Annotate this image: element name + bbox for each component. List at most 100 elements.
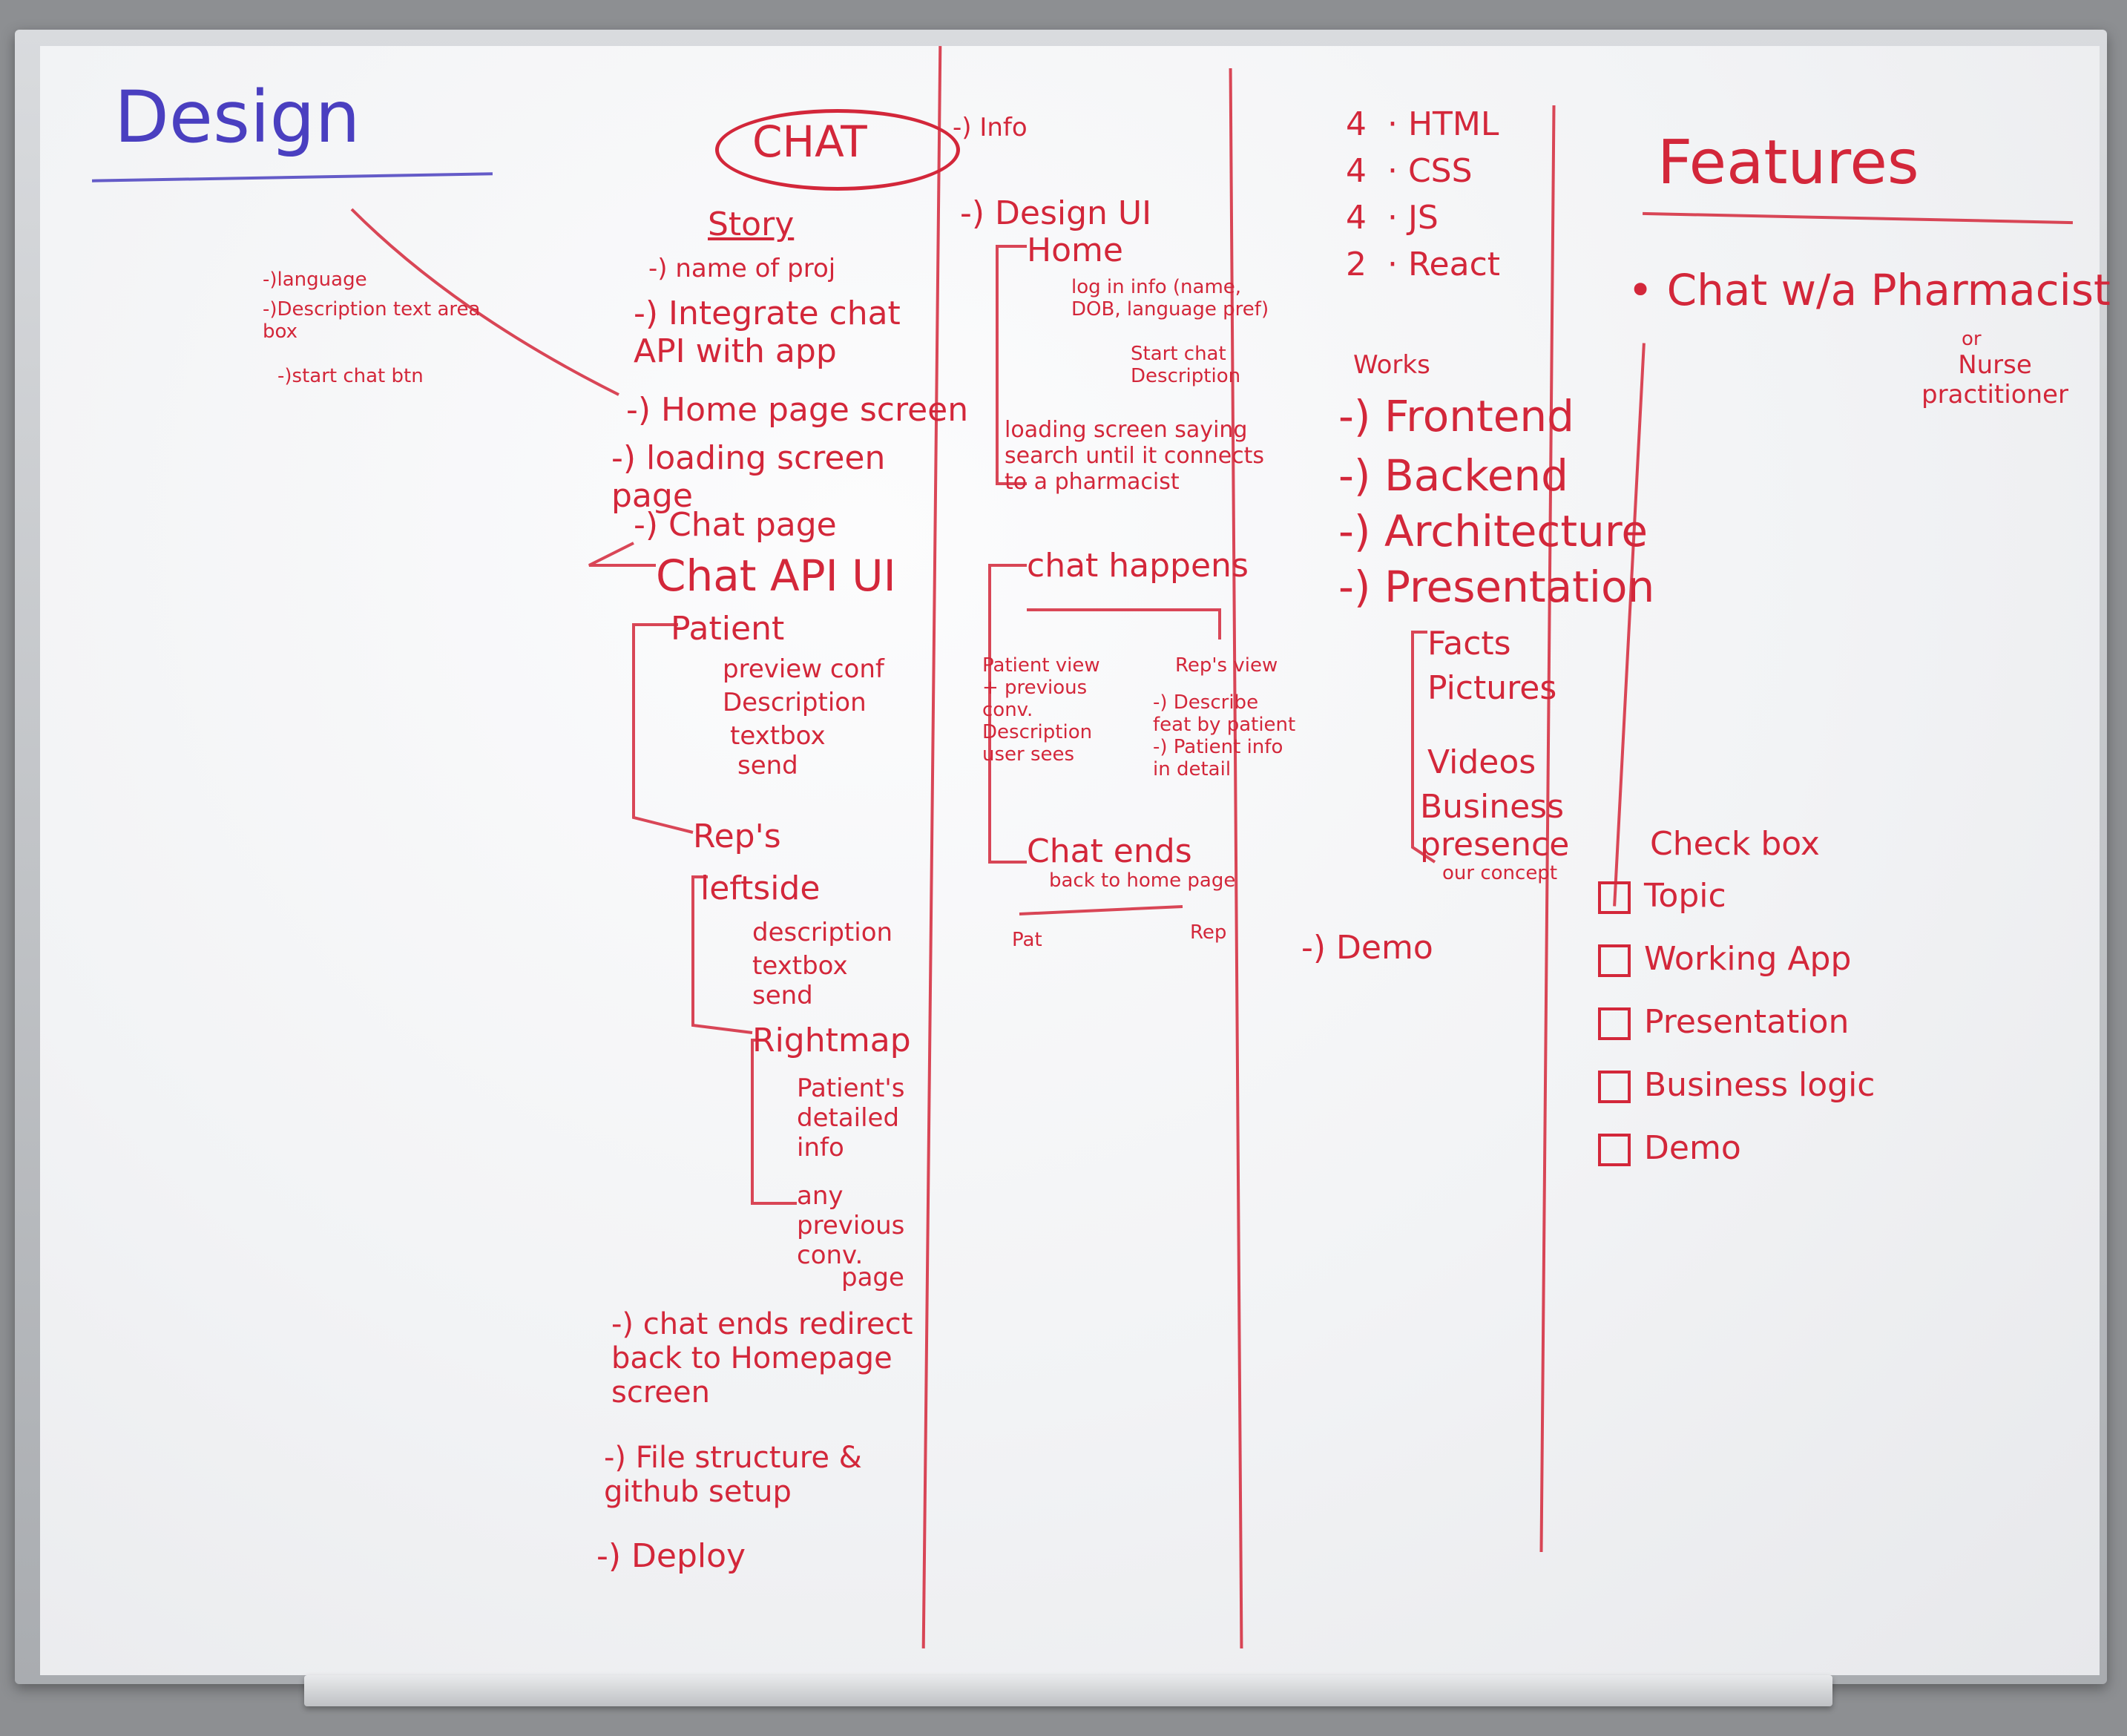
chat-leftside-item-2: send (752, 981, 813, 1010)
features-alt: Nurse practitioner (1921, 350, 2068, 410)
chat-title-oval (715, 109, 960, 191)
chat-patient-item-2: textbox (730, 721, 826, 751)
chat-patient-item-1: Description (723, 688, 867, 717)
tech-list: 4 · HTML 4 · CSS 4 · JS 2 · React (1346, 105, 1500, 283)
chat-rightside-item-0: Patient's detailed info (797, 1074, 905, 1163)
bracket-works-pres (1411, 631, 1436, 864)
chat-tail-item-1: -) File structure & github setup (604, 1441, 862, 1509)
bracket-patient (632, 623, 694, 834)
chat-rightside-item-1: any previous conv. (797, 1181, 905, 1270)
checkbox-icon[interactable] (1598, 1071, 1631, 1103)
bracket-chat-api (588, 542, 656, 567)
chat-leftside-item-1: textbox (752, 951, 848, 981)
checkbox-icon[interactable] (1598, 881, 1631, 914)
tech-label: HTML (1407, 105, 1499, 143)
checkbox-label: Business logic (1644, 1066, 1875, 1104)
tech-row-0: 4 · HTML (1346, 105, 1499, 143)
checkbox-item-3[interactable]: Business logic (1598, 1066, 1875, 1104)
tech-count: 2 (1346, 246, 1367, 283)
chat-item-0: -) name of proj (648, 254, 836, 283)
tech-label: CSS (1407, 152, 1473, 190)
bracket-ui-home (996, 245, 1027, 485)
marker-tray (304, 1675, 1832, 1706)
chat-patient-label: Patient (671, 610, 785, 648)
designui-reps-view: Rep's view (1175, 654, 1278, 677)
works-item-2: -) Architecture (1338, 506, 1648, 556)
designui-back-home: back to home page (1049, 869, 1236, 892)
checkbox-label: Demo (1644, 1129, 1741, 1167)
checkbox-icon[interactable] (1598, 1134, 1631, 1166)
tech-row-1: 4 · CSS (1346, 152, 1473, 190)
checkbox-item-0[interactable]: Topic (1598, 877, 1875, 915)
designui-title: -) Design UI (960, 194, 1152, 232)
chat-item-3: -) loading screen page (611, 439, 886, 515)
works-demo: -) Demo (1301, 929, 1433, 967)
checkbox-item-1[interactable]: Working App (1598, 940, 1875, 978)
tech-row-3: 2 · React (1346, 246, 1501, 283)
chat-rightside-label: Rightmap (752, 1022, 911, 1059)
designui-home: Home (1027, 231, 1123, 269)
works-pres-item-0: Facts (1427, 625, 1511, 662)
designui-chat-happens: chat happens (1027, 547, 1249, 585)
bracket-reps-left (691, 875, 753, 1034)
checkbox-icon[interactable] (1598, 1007, 1631, 1040)
chat-leftside-label: leftside (700, 869, 821, 907)
design-title: Design (114, 76, 361, 159)
design-note-0: -)language (263, 269, 367, 291)
works-pres-item-2: Videos (1427, 743, 1536, 781)
chat-patient-item-3: send (737, 751, 798, 780)
chat-leftside-item-0: description (752, 918, 893, 947)
arrow-design-to-homepage (350, 208, 619, 396)
works-item-0: -) Frontend (1338, 391, 1574, 441)
designui-loading: loading screen saying search until it co… (1005, 417, 1265, 495)
chat-item-4: -) Chat page (634, 506, 837, 544)
checkbox-label: Topic (1644, 877, 1726, 915)
features-title: Features (1657, 128, 1919, 198)
chat-patient-item-0: preview conf (723, 654, 884, 684)
chat-reps-label: Rep's (693, 818, 781, 855)
chat-item-1: -) Integrate chat API with app (634, 295, 901, 370)
features-chat-item: • Chat w/a Pharmacist (1628, 265, 2111, 315)
tech-count: 4 (1346, 199, 1367, 237)
checkbox-item-2[interactable]: Presentation (1598, 1003, 1875, 1041)
designui-chat-ends: Chat ends (1027, 832, 1192, 870)
chat-item-2: -) Home page screen (626, 391, 969, 429)
tech-row-2: 4 · JS (1346, 199, 1439, 237)
tech-count: 4 (1346, 152, 1367, 190)
chat-rightside-item-2: page (841, 1263, 904, 1292)
bracket-ui-chat (988, 564, 1027, 864)
chat-tail-item-2: -) Deploy (596, 1537, 746, 1575)
checkbox-item-4[interactable]: Demo (1598, 1129, 1875, 1167)
checkbox-label: Working App (1644, 940, 1852, 978)
design-note-1: -)Description text area box (263, 298, 481, 343)
tech-label: JS (1407, 199, 1439, 237)
bracket-rightside (751, 1039, 797, 1205)
works-pres-item-4: our concept (1442, 862, 1558, 884)
designui-home-note: log in info (name, DOB, language pref) (1071, 276, 1269, 320)
works-pres-item-1: Pictures (1427, 669, 1557, 707)
chat-item-5: Chat API UI (656, 550, 896, 601)
features-or: or (1962, 328, 1982, 350)
design-note-2: -)start chat btn (277, 365, 424, 387)
chat-tail-item-0: -) chat ends redirect back to Homepage s… (611, 1307, 913, 1410)
tech-count: 4 (1346, 105, 1367, 143)
tech-label: React (1407, 246, 1501, 283)
works-pres-item-3: Business presence (1420, 788, 1570, 864)
whiteboard: Design -)language -)Description text are… (40, 46, 2111, 1675)
chat-story: Story (708, 206, 795, 243)
works-item-3: -) Presentation (1338, 562, 1655, 612)
checkbox-title: Check box (1650, 825, 1820, 863)
bracket-ui-branch (1027, 608, 1221, 640)
checkbox-label: Presentation (1644, 1003, 1850, 1041)
works-title: Works (1353, 350, 1430, 380)
designui-pat-short: Pat (1012, 929, 1042, 951)
designui-rep-short: Rep (1190, 921, 1227, 944)
bracket-ui-end (1019, 905, 1183, 915)
checkbox-icon[interactable] (1598, 944, 1631, 977)
designui-top: -) Info (953, 113, 1028, 142)
works-item-1: -) Backend (1338, 450, 1568, 501)
checkbox-list: Topic Working App Presentation Business … (1598, 877, 1875, 1167)
designui-start-chat: Start chat Description (1131, 343, 1241, 387)
designui-patient-view: Patient view + previous conv. Descriptio… (982, 654, 1100, 766)
connector-strokes (350, 208, 1436, 1205)
